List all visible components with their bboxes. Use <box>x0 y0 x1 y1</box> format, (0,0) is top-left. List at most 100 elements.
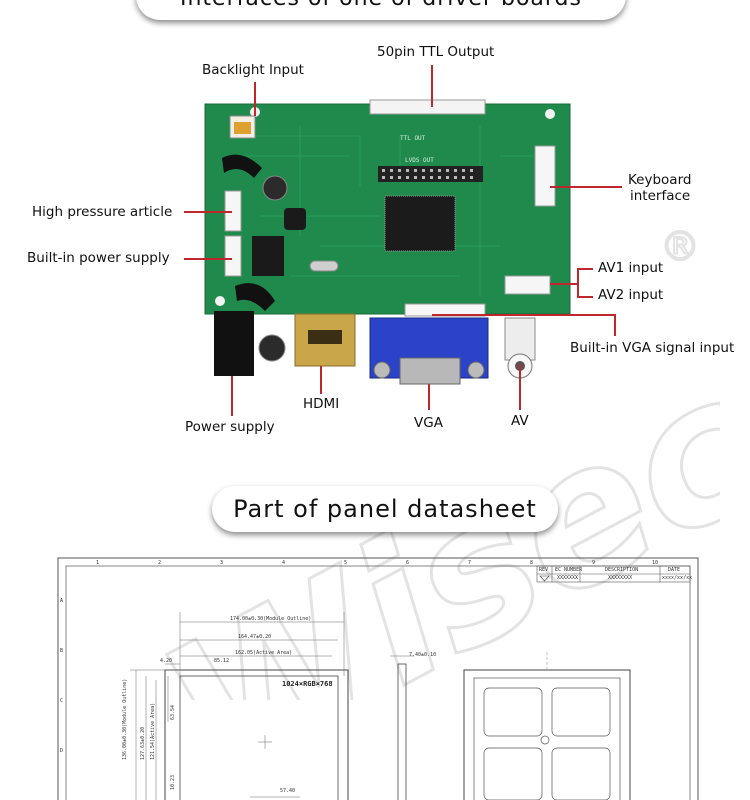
back-view <box>463 669 631 800</box>
dim-outline: 174.00±0.30(Module Outline) <box>230 616 312 622</box>
pcb-traces <box>230 126 540 296</box>
hdmi-socket <box>308 330 342 344</box>
grid-row-d: D <box>60 748 64 754</box>
dim-height-bezel: 127.63±0.20 <box>140 726 146 760</box>
cable-tie <box>235 283 275 311</box>
mount-hole <box>215 296 225 306</box>
grid-col-2: 2 <box>158 560 162 566</box>
side-view <box>397 663 407 800</box>
driver-board-photo: TTL OUT LVDS OUT <box>204 99 571 385</box>
leader-ttl <box>431 65 433 107</box>
leader-high-pressure <box>184 211 232 213</box>
dim-height-outline: 136.00±0.30(Module Outline) <box>122 678 128 760</box>
label-power-supply: Power supply <box>185 419 275 435</box>
rev-cell-description: XXXXXXXX <box>608 575 633 581</box>
label-hdmi: HDMI <box>303 396 340 412</box>
rev-table <box>536 565 691 583</box>
grid-col-3: 3 <box>220 560 224 566</box>
leader-av1 <box>577 268 593 270</box>
rev-header-description: DESCRIPTION <box>605 567 639 573</box>
dim-thickness: 7.40±0.10 <box>409 652 437 658</box>
grid-col-1: 1 <box>96 560 100 566</box>
label-av2-input: AV2 input <box>598 287 664 303</box>
vga-header <box>404 303 486 317</box>
active-area <box>179 675 339 800</box>
label-high-pressure-article: High pressure article <box>32 204 173 220</box>
lvds-header <box>378 166 483 182</box>
ttl-connector <box>369 99 486 115</box>
rev-cell-date: xxxx/xx/xx <box>662 575 693 581</box>
back-hole <box>540 735 550 745</box>
datasheet-drawing <box>57 557 699 800</box>
dim-bottom: 57.40 <box>280 788 296 794</box>
back-cutout <box>551 747 611 800</box>
leader-vga-signal-h <box>432 314 616 316</box>
label-backlight-input: Backlight Input <box>202 62 304 78</box>
vga-shell <box>399 357 461 385</box>
dimension-lines <box>130 612 345 800</box>
vga-screw <box>373 361 391 379</box>
label-av: AV <box>511 413 529 429</box>
grid-col-5: 5 <box>344 560 348 566</box>
label-keyboard-interface-2: interface <box>630 188 691 204</box>
leader-builtin-power <box>184 258 232 260</box>
silk-ttl-out: TTL OUT <box>400 135 426 142</box>
leader-av2 <box>577 296 593 298</box>
section-header-datasheet: Part of panel datasheet <box>212 486 558 532</box>
dim-height-active: 121.54(Active Area) <box>150 702 156 760</box>
backlight-connector-plug <box>234 122 251 134</box>
rev-header-ec: EC NUMBER <box>555 567 583 573</box>
drawing-frame-inner <box>65 565 691 800</box>
label-builtin-vga-signal: Built-in VGA signal input <box>570 340 735 356</box>
mount-hole <box>545 109 555 119</box>
leader-hdmi <box>320 366 322 394</box>
regulator <box>252 236 284 276</box>
grid-col-10: 10 <box>652 560 659 566</box>
leader-av <box>519 364 521 410</box>
leader-vga <box>428 384 430 410</box>
back-cutout <box>483 687 543 737</box>
label-keyboard-interface-1: Keyboard <box>628 172 692 188</box>
grid-row-b: B <box>60 648 64 654</box>
crystal <box>309 260 339 272</box>
dc-jack <box>214 311 254 376</box>
drawing-frame-outer <box>57 557 699 800</box>
rev-triangle <box>539 575 550 582</box>
dim-offset-inner: 85.12 <box>214 658 230 664</box>
capacitor <box>258 334 286 362</box>
power-connector-header <box>224 235 242 277</box>
grid-row-a: A <box>60 598 64 604</box>
keyboard-connector <box>534 145 556 207</box>
main-chip <box>384 195 456 252</box>
leader-keyboard <box>550 186 622 188</box>
section-header-datasheet-text: Part of panel datasheet <box>233 495 537 523</box>
dim-offset-left: 4.20 <box>160 658 173 664</box>
watermark-mark: ® <box>660 224 700 270</box>
dim-v-offset: 63.54 <box>170 704 176 720</box>
rev-header-date: DATE <box>668 567 681 573</box>
av-connector-header <box>504 275 551 295</box>
label-builtin-power-supply: Built-in power supply <box>27 250 170 266</box>
rev-cell-ec: XXXXXXX <box>557 575 579 581</box>
leader-vga-signal-v <box>614 314 616 336</box>
label-ttl-output: 50pin TTL Output <box>377 44 495 60</box>
leader-power-supply <box>231 376 233 416</box>
dim-resolution: 1024×RGB×768 <box>282 680 333 688</box>
leader-av-vertical <box>577 268 579 298</box>
grid-col-8: 8 <box>530 560 534 566</box>
leader-av-horizontal <box>550 283 578 285</box>
back-cutout <box>551 687 611 737</box>
inductor <box>284 208 306 230</box>
back-cutout <box>483 747 543 800</box>
cable-tie <box>222 154 262 178</box>
grid-col-4: 4 <box>282 560 286 566</box>
grid-col-7: 7 <box>468 560 472 566</box>
label-av1-input: AV1 input <box>598 260 664 276</box>
capacitor <box>262 175 288 201</box>
dim-v-small: 10.23 <box>170 774 176 790</box>
silk-lvds-out: LVDS OUT <box>405 157 434 164</box>
label-vga: VGA <box>414 415 443 431</box>
back-panel <box>473 677 621 800</box>
section-header-interfaces: Interfaces of one of driver boards <box>136 0 626 20</box>
grid-row-c: C <box>60 698 64 704</box>
